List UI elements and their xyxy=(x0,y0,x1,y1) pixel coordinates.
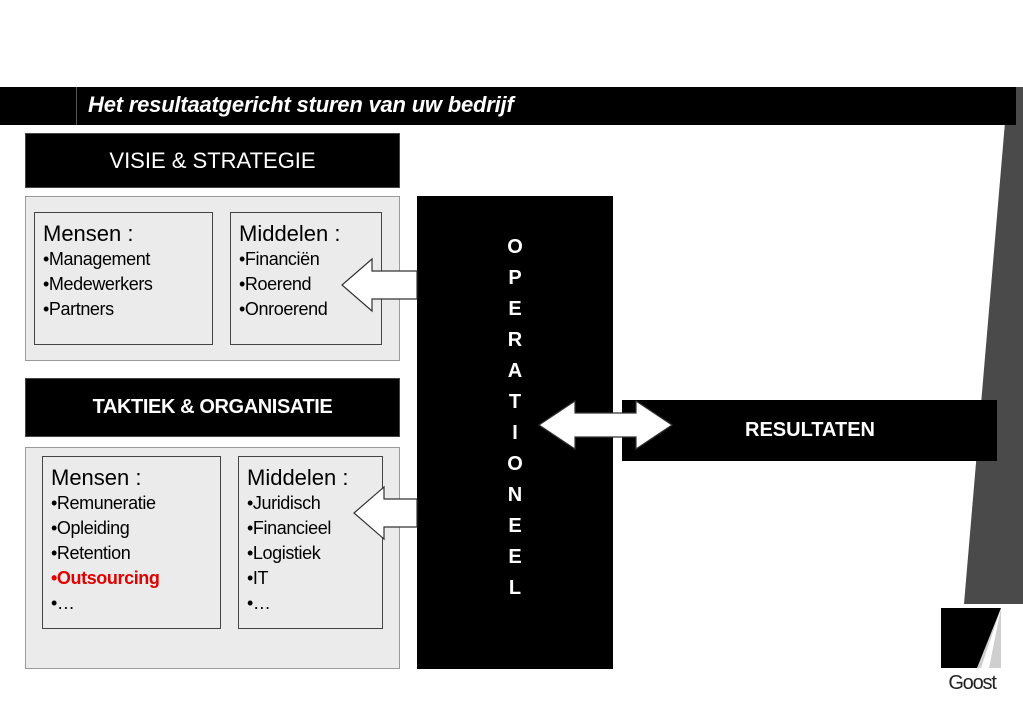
taktiek-middelen-label: Middelen : xyxy=(247,465,349,490)
operationeel-letter: O xyxy=(507,453,523,475)
taktiek-organisatie-header: TAKTIEK & ORGANISATIE xyxy=(25,378,400,437)
operationeel-letter: E xyxy=(508,298,522,320)
taktiek-middelen-item: •Financieel xyxy=(247,518,331,538)
visie-mensen-item: •Partners xyxy=(43,299,114,319)
operationeel-letter: L xyxy=(508,577,522,599)
taktiek-mensen-item-highlight: •Outsourcing xyxy=(51,568,160,588)
taktiek-mensen-label: Mensen : xyxy=(51,465,142,490)
title-bar xyxy=(0,87,1016,125)
visie-strategie-header: VISIE & STRATEGIE xyxy=(25,133,400,188)
operationeel-letter: E xyxy=(508,515,522,537)
taktiek-mensen-item: •… xyxy=(51,593,75,613)
operationeel-letter: N xyxy=(507,484,523,506)
taktiek-middelen-box: Middelen : •Juridisch •Financieel •Logis… xyxy=(238,456,383,629)
logo-text: Goost xyxy=(948,672,997,694)
visie-mensen-item: •Management xyxy=(43,249,150,269)
visie-mensen-label: Mensen : xyxy=(43,221,134,246)
operationeel-letter: E xyxy=(508,546,522,568)
taktiek-mensen-item: •Retention xyxy=(51,543,131,563)
taktiek-mensen-item: •Opleiding xyxy=(51,518,130,538)
resultaten-box xyxy=(622,400,997,461)
operationeel-letter: T xyxy=(508,391,522,413)
operationeel-letter: I xyxy=(512,422,518,444)
operationeel-label: O P E R A T I O N E E L xyxy=(417,232,613,604)
taktiek-middelen-item: •Juridisch xyxy=(247,493,321,513)
operationeel-letter: O xyxy=(507,236,523,258)
page-title: Het resultaatgericht sturen van uw bedri… xyxy=(88,92,514,117)
operationeel-letter: R xyxy=(507,329,523,351)
visie-middelen-box: Middelen : •Financiën •Roerend •Onroeren… xyxy=(230,212,382,345)
visie-mensen-item: •Medewerkers xyxy=(43,274,153,294)
visie-middelen-item: •Roerend xyxy=(239,274,312,294)
taktiek-mensen-box: Mensen : •Remuneratie •Opleiding •Retent… xyxy=(42,456,221,629)
visie-middelen-item: •Financiën xyxy=(239,249,320,269)
visie-middelen-label: Middelen : xyxy=(239,221,341,246)
resultaten-label: RESULTATEN xyxy=(745,419,875,441)
title-separator xyxy=(76,87,77,125)
taktiek-middelen-item: •IT xyxy=(247,568,269,588)
operationeel-letter: A xyxy=(507,360,523,382)
visie-middelen-item: •Onroerend xyxy=(239,299,328,319)
goost-logo-icon xyxy=(941,608,1001,668)
operationeel-letter: P xyxy=(508,267,522,289)
visie-mensen-box: Mensen : •Management •Medewerkers •Partn… xyxy=(34,212,213,345)
taktiek-middelen-item: •… xyxy=(247,593,271,613)
taktiek-middelen-item: •Logistiek xyxy=(247,543,321,563)
taktiek-mensen-item: •Remuneratie xyxy=(51,493,156,513)
